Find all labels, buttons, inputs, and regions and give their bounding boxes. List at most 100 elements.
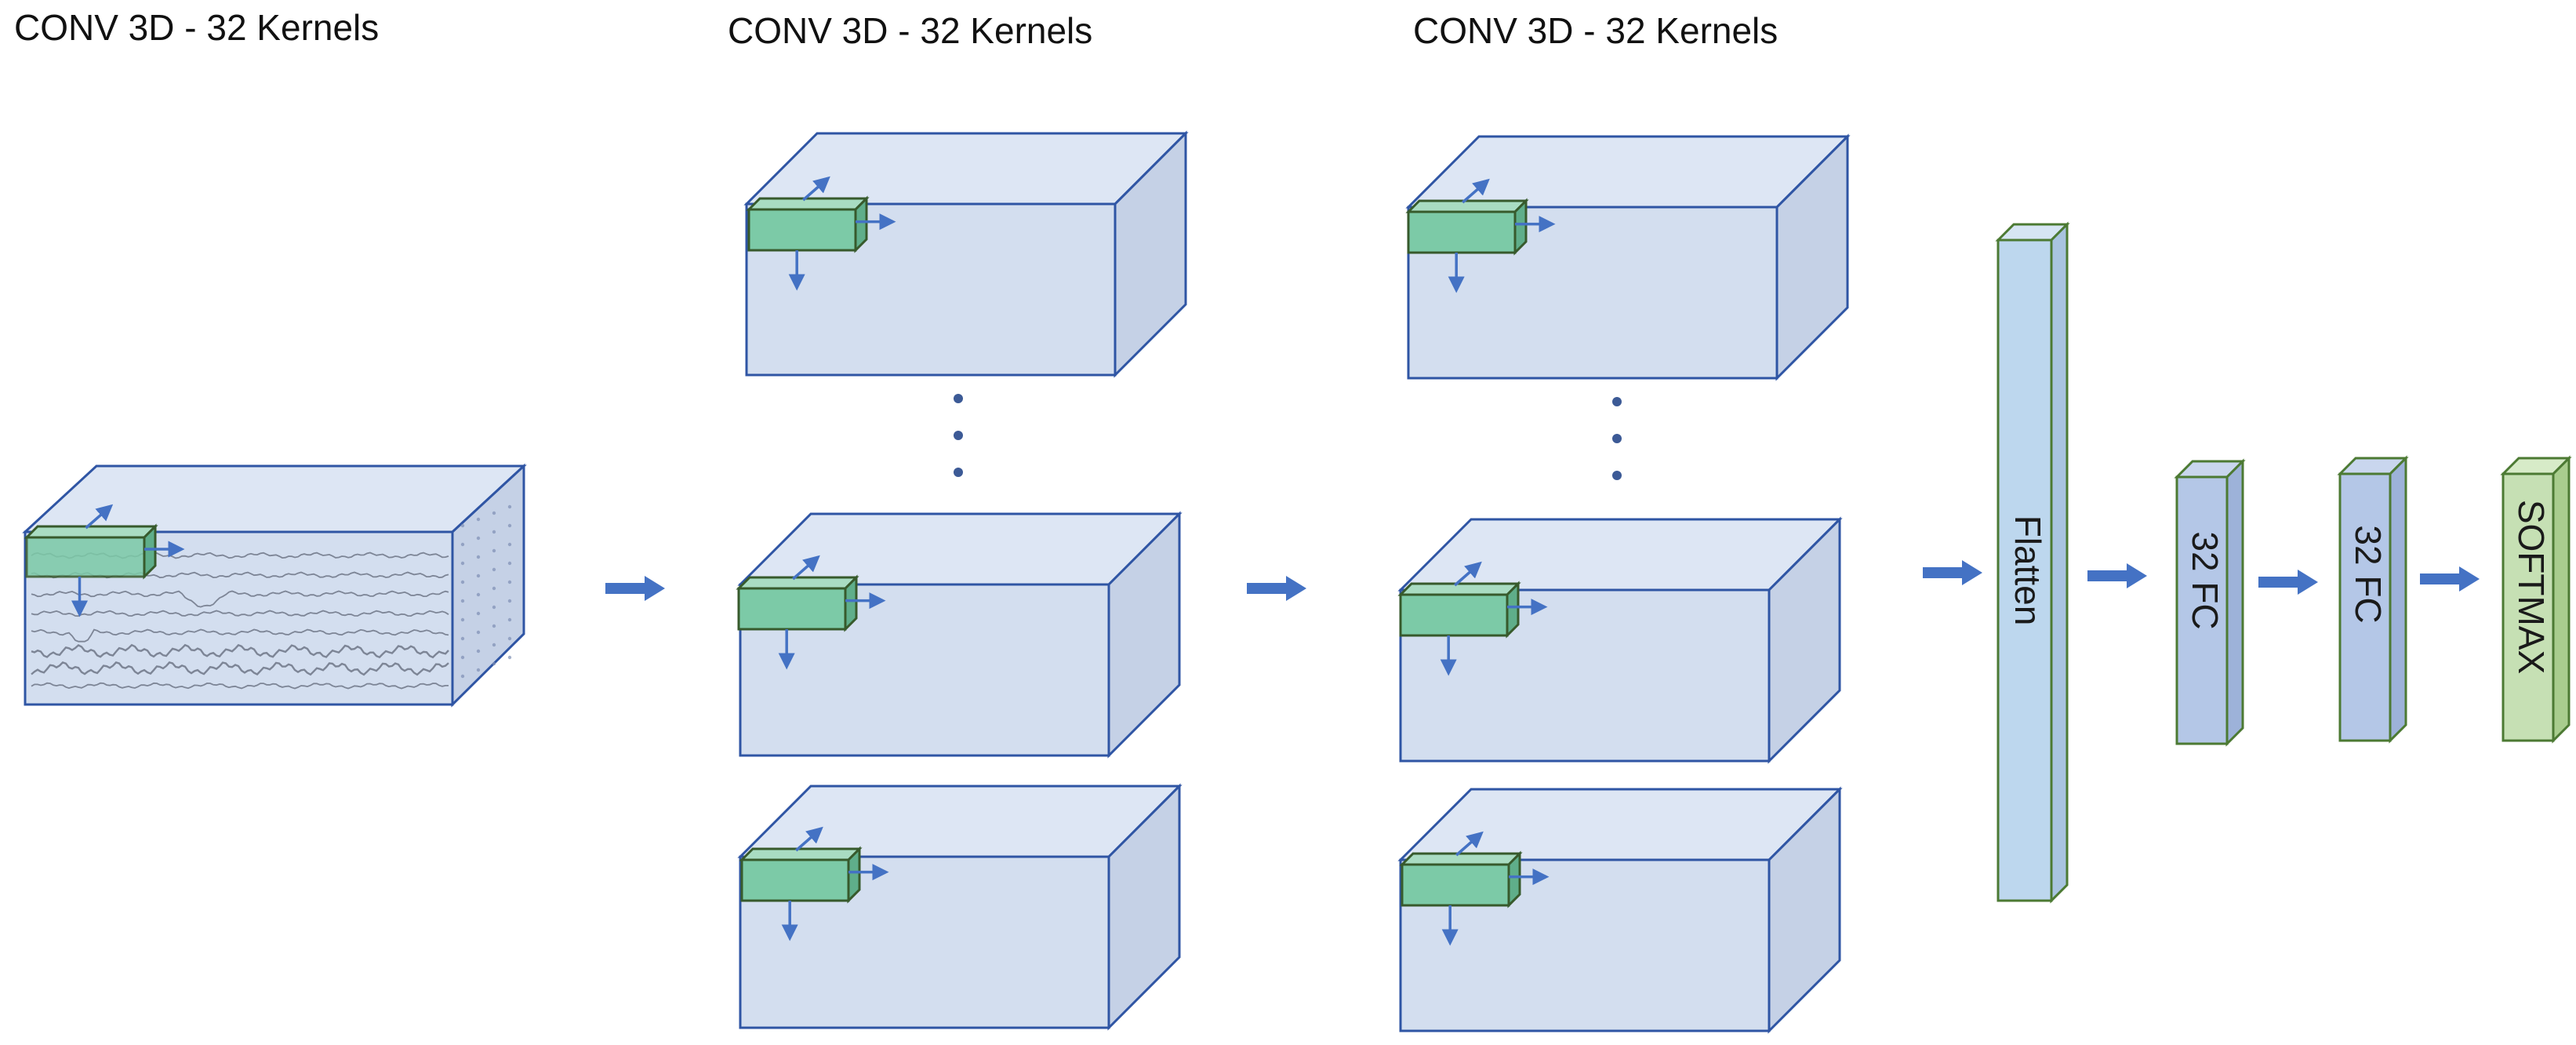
kernel-col2-bottom-front [740,858,850,902]
eeg-trace [31,590,449,608]
texture-dot [492,586,496,591]
texture-dot [507,542,512,547]
volume-col3-bottom-top-face [1397,788,1843,861]
flatten-layer: Flatten [1995,221,2070,904]
flow-arrow-1 [605,576,665,601]
texture-dot [476,573,481,578]
title-conv-layer-2: CONV 3D - 32 Kernels [728,10,1093,51]
eeg-trace [31,643,449,659]
texture-dot [460,599,465,603]
kernel-col2-mid-top [736,576,859,590]
volume-col2-mid [737,511,1183,759]
kernel-col3-top-front [1407,210,1517,254]
softmax-label: SOFTMAX [2511,500,2552,674]
texture-dot [492,548,496,553]
flow-arrows [605,560,2480,601]
kernel-col3-mid [1397,561,1548,676]
arrow-depth-icon [1462,178,1490,204]
title-conv-layer-3: CONV 3D - 32 Kernels [1413,10,1778,51]
fc-1-label: 32 FC [2185,531,2225,629]
texture-dot [460,674,465,679]
kernel-col3-top-side [1513,198,1528,256]
texture-dot [460,636,465,641]
kernel-col2-top [746,176,896,291]
flow-arrow-2 [1247,576,1306,601]
kernel-col3-bottom-top [1399,852,1523,866]
texture-dot [460,561,465,566]
texture-dot [492,643,496,647]
kernel-col3-bottom-side [1507,850,1521,908]
ellipsis-col2 [954,394,963,477]
kernel-input-front [25,536,146,578]
eeg-trace [31,610,449,617]
eeg-trace [31,661,449,676]
texture-dot [476,592,481,597]
kernels [24,176,1556,946]
kernel-col2-bottom-side [847,846,861,904]
kernel-col3-top-top [1405,199,1529,213]
flow-arrow-6 [2420,566,2480,592]
volume-col2-bottom [737,783,1183,1031]
texture-dot [507,636,512,641]
input-volume [22,463,527,708]
flow-arrow-4 [2087,563,2147,588]
softmax-layer: SOFTMAX [2500,455,2572,744]
arrow-depth-icon [1454,561,1482,587]
texture-dot [507,599,512,603]
texture-dot [492,624,496,628]
texture-dot [460,580,465,584]
kernel-input-top [24,525,158,539]
texture-dot [492,511,496,515]
arrow-depth-icon [85,504,114,530]
texture-dot [492,661,496,666]
volume-col3-mid-top-face [1397,518,1843,592]
kernel-col2-mid-front [737,587,847,631]
kernel-col3-mid-side [1506,581,1520,639]
kernel-col2-top-side [854,195,868,253]
kernel-col2-mid [736,555,886,670]
texture-dot [492,530,496,534]
eeg-signal-traces [31,552,449,690]
texture-dot [460,523,465,528]
texture-dot [507,504,512,509]
kernel-col2-top-top [746,197,870,211]
texture-dot [507,523,512,528]
eeg-trace [31,682,449,690]
ellipsis-col3 [1612,397,1622,480]
texture-dot [492,605,496,610]
volume-col2-bottom-top-face [737,785,1183,858]
texture-dot [460,655,465,660]
arrow-depth-icon [795,826,823,852]
texture-dot [507,655,512,660]
eeg-trace [31,628,449,643]
kernel-col2-top-front [747,208,857,252]
kernel-col3-top [1405,178,1556,293]
fc-layer-1: 32 FC [2174,458,2246,747]
texture-dot [476,668,481,672]
texture-dot [507,561,512,566]
texture-dot [476,649,481,654]
fc-layer-2: 32 FC [2337,455,2409,744]
volume-col3-bottom [1397,786,1843,1034]
kernel-col2-bottom [739,826,889,941]
kernel-col3-bottom-front [1401,863,1510,907]
texture-dot [460,617,465,622]
volume-col2-top [743,130,1189,378]
texture-dot [476,611,481,616]
side-texture [460,504,512,679]
kernel-col2-mid-side [844,574,858,632]
kernel-col3-mid-top [1397,582,1521,596]
texture-dot [507,617,512,622]
texture-dot [507,580,512,584]
flow-arrow-5 [2258,570,2318,595]
volume-col2-mid-top-face [737,512,1183,586]
texture-dot [476,517,481,522]
input-volume-top [22,464,527,533]
arrow-depth-icon [802,176,830,202]
fc-2-label: 32 FC [2348,525,2389,623]
volume-col3-mid [1397,516,1843,764]
kernel-col3-mid-front [1399,593,1509,637]
title-input-conv: CONV 3D - 32 Kernels [14,7,380,48]
